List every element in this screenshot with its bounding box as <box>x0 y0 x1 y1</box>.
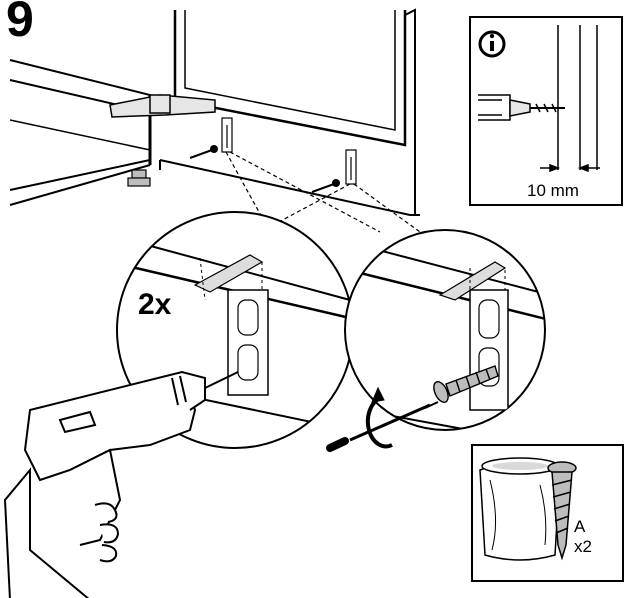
measurement-label: 10 mm <box>527 181 579 200</box>
drill-count-label: 2x <box>138 288 172 321</box>
info-panel <box>469 16 623 206</box>
drill-icon <box>3 370 239 598</box>
screw-icon <box>433 365 499 403</box>
part-letter-label: A <box>574 517 586 536</box>
bag-icon <box>479 457 561 561</box>
door-bracket-left <box>221 117 233 153</box>
part-quantity-label: x2 <box>574 537 592 556</box>
small-screw-right <box>311 179 340 193</box>
small-screw-left <box>189 145 218 159</box>
screw-part-icon <box>547 461 577 561</box>
screwdriver-icon <box>326 401 439 452</box>
door-bracket-right <box>345 149 357 185</box>
step-number: 9 <box>6 0 34 47</box>
rotate-arrow-icon <box>365 386 393 449</box>
detail-circle-screwing <box>344 229 546 431</box>
info-icon <box>478 30 506 58</box>
cabinet-background <box>9 8 420 216</box>
hinge <box>109 94 216 118</box>
parts-panel <box>471 444 624 582</box>
adjustable-foot <box>127 169 151 187</box>
